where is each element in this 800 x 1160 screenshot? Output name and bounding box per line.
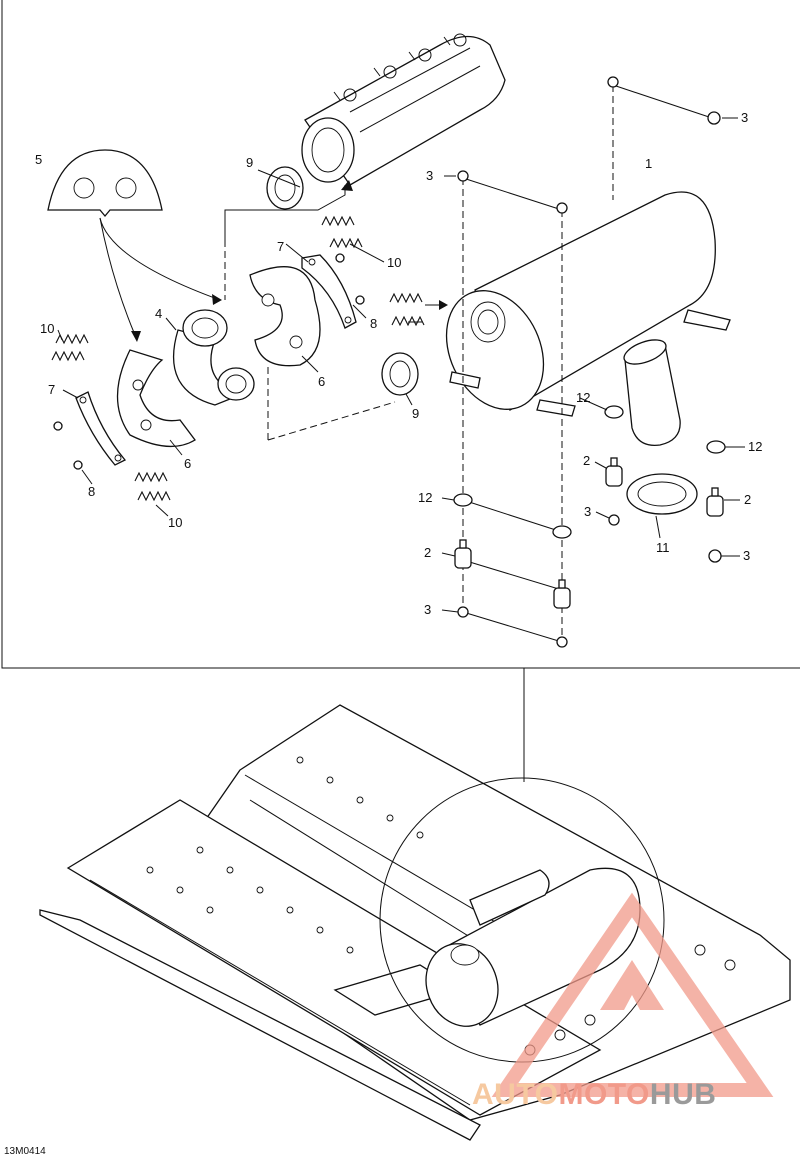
exhaust-manifold [301, 33, 506, 186]
washer-12-b [552, 525, 572, 539]
spring-group-left-top [51, 333, 89, 362]
bracket-left [75, 391, 127, 466]
nut-3-bottom-b [556, 636, 568, 648]
callout-3-bottom: 3 [424, 602, 431, 617]
callout-2-c: 2 [744, 492, 751, 507]
callout-6-left: 6 [184, 456, 191, 471]
reference-code: 13M0414 [4, 1146, 46, 1157]
mount-line-6 [462, 499, 563, 533]
callout-10-bottom: 10 [168, 515, 182, 530]
nut-3-top [607, 76, 619, 88]
exhaust-elbow [172, 309, 255, 406]
callout-8-right: 8 [370, 316, 377, 331]
seal-ring [626, 473, 698, 515]
manifold-arrow [224, 185, 346, 240]
mount-line-7 [462, 559, 563, 591]
rubber-mount-c [605, 457, 623, 487]
rubber-mount-b [553, 579, 571, 609]
washer-12-c [604, 405, 624, 419]
heat-shield-arrow-2-head [131, 331, 141, 342]
mount-line-5 [612, 84, 713, 119]
callout-3-right: 3 [743, 548, 750, 563]
heat-shield-arrow-head [212, 294, 222, 305]
callout-5: 5 [35, 152, 42, 167]
heat-shield [47, 149, 163, 218]
callout-4: 4 [155, 306, 162, 321]
spring-arrow-head [439, 300, 448, 310]
callout-leaders [57, 117, 745, 613]
bracket-right [301, 254, 357, 329]
callout-6-right: 6 [318, 374, 325, 389]
callout-3-top: 3 [741, 110, 748, 125]
callout-9-top: 9 [246, 155, 253, 170]
tail-pipe [623, 339, 681, 447]
muffler [445, 191, 731, 417]
nut-8-left-2 [53, 421, 63, 431]
chassis-muffler [425, 867, 641, 1027]
gasket-upper [266, 166, 304, 210]
exploded-view-frame [1, 0, 800, 669]
spring-group-left-bottom [134, 471, 171, 502]
callout-11: 11 [656, 540, 670, 555]
callout-7-right: 7 [277, 239, 284, 254]
spring-group-top [321, 215, 363, 249]
nut-8-right-2 [335, 253, 345, 263]
nut-3-top-right [707, 111, 721, 125]
watermark-text-moto: MOTO [558, 1078, 650, 1111]
callout-7-left: 7 [48, 382, 55, 397]
callout-3-side: 3 [584, 504, 591, 519]
shield-plate-left [116, 349, 196, 448]
manifold-arrow-head [341, 180, 353, 191]
callout-10-left: 10 [40, 321, 54, 336]
callout-12-a: 12 [418, 490, 432, 505]
gasket-lower [381, 352, 419, 396]
nut-3-muffler-a [457, 170, 469, 182]
watermark-text-hub: HUB [649, 1078, 717, 1111]
callout-8-left: 8 [88, 484, 95, 499]
callout-3-muffler: 3 [426, 168, 433, 183]
washer-12-d [706, 440, 726, 454]
callout-2-b: 2 [583, 453, 590, 468]
nut-8-left [73, 460, 83, 470]
watermark-text-auto: AUTO [472, 1078, 559, 1111]
nut-3-muffler-b [556, 202, 568, 214]
chassis-frame [39, 704, 791, 1141]
spring-group-mid [389, 292, 425, 327]
alignment-dashed-line [267, 365, 396, 441]
nut-8-right [355, 295, 365, 305]
watermark-text: AUTOMOTOHUB [472, 1078, 716, 1112]
nut-3-right [708, 549, 722, 563]
callout-1: 1 [645, 156, 652, 171]
heat-shield-arrow [99, 217, 221, 301]
mount-line-4 [462, 177, 563, 211]
callout-12-c: 12 [748, 439, 762, 454]
nut-3-side [608, 514, 620, 526]
callout-12-b: 12 [576, 390, 590, 405]
watermark-logo [491, 892, 774, 1097]
shield-plate-right [249, 266, 321, 367]
callout-9-bottom: 9 [412, 406, 419, 421]
washer-12-a [453, 493, 473, 507]
rubber-mount-a [454, 539, 472, 569]
callout-2-a: 2 [424, 545, 431, 560]
rubber-mount-d [706, 487, 724, 517]
mount-line-8 [462, 611, 563, 643]
heat-shield-arrow-2 [99, 217, 136, 336]
nut-3-bottom-a [457, 606, 469, 618]
callout-10-top: 10 [387, 255, 401, 270]
